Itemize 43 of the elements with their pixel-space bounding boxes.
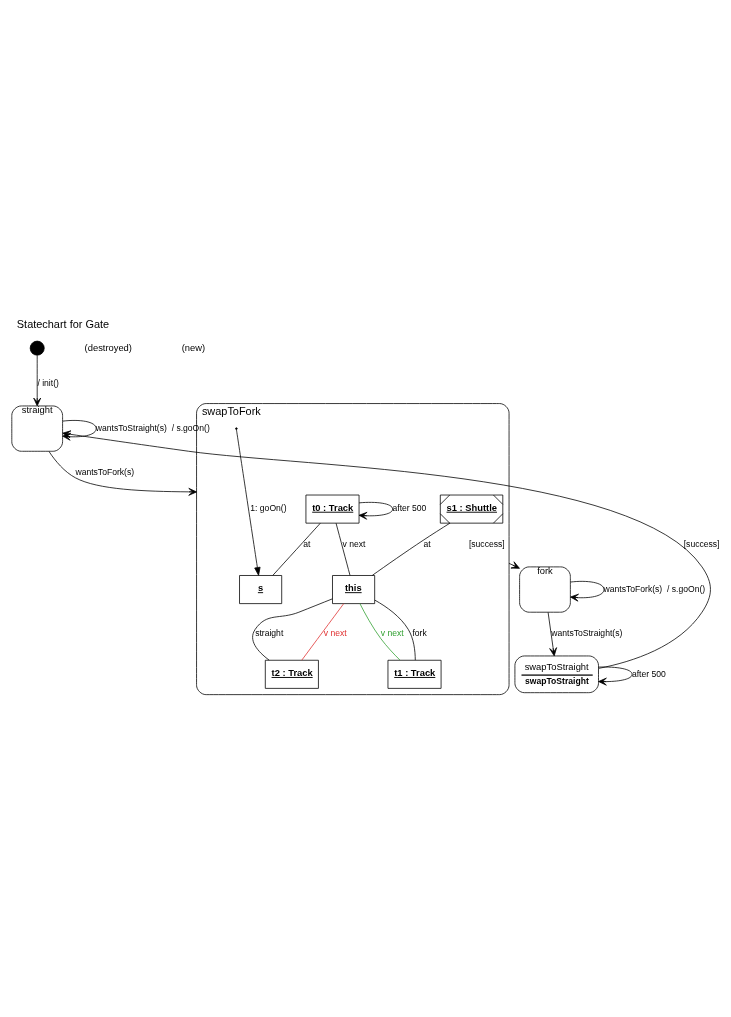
arrow [508, 561, 520, 569]
label: (new) [181, 342, 206, 353]
edge-label: fork [412, 628, 427, 639]
label: (destroyed) [84, 342, 132, 353]
arrow [547, 612, 557, 657]
edge-label: v next [380, 628, 404, 639]
node-box: this [332, 575, 376, 604]
arrow [358, 501, 394, 520]
edge-label: after 500 [392, 503, 427, 514]
edge-label: 1: goOn() [250, 503, 287, 514]
node-box: t0 : Track [305, 494, 360, 524]
edge-label: / init() [37, 378, 59, 389]
edge-label: wantsToFork(s) / s.goOn() [603, 583, 706, 594]
node-box: t2 : Track [264, 659, 319, 689]
arrow [48, 451, 197, 496]
node-box: swapToStraight swapToStraight [514, 655, 599, 694]
node-box: straight [11, 405, 63, 452]
node-box: s [239, 575, 283, 604]
connector [359, 603, 401, 661]
arrow [33, 355, 42, 407]
edge-label: straight [255, 628, 284, 639]
connector [272, 522, 321, 576]
arrow [570, 580, 605, 602]
edge-label: [success] [683, 539, 720, 550]
connector [371, 522, 451, 576]
edge-label: at [423, 539, 431, 550]
edge-label: at [303, 539, 311, 550]
edge-label: [success] [468, 539, 505, 550]
arrow [598, 666, 633, 686]
connector [252, 598, 333, 661]
arrow [236, 429, 261, 576]
edge-label: v next [323, 628, 347, 639]
connector [374, 599, 416, 661]
connector [301, 603, 345, 661]
node-box: t1 : Track [387, 659, 442, 689]
edge-label: wantsToStraight(s) [551, 628, 623, 639]
edge-label: after 500 [631, 668, 666, 679]
node-box: fork [519, 566, 571, 613]
connector [335, 522, 351, 576]
node-circle [29, 340, 45, 356]
diagram-title: Statechart for Gate [16, 318, 110, 330]
edge-label: wantsToFork(s) [75, 467, 135, 478]
edge-label: v next [342, 539, 366, 550]
